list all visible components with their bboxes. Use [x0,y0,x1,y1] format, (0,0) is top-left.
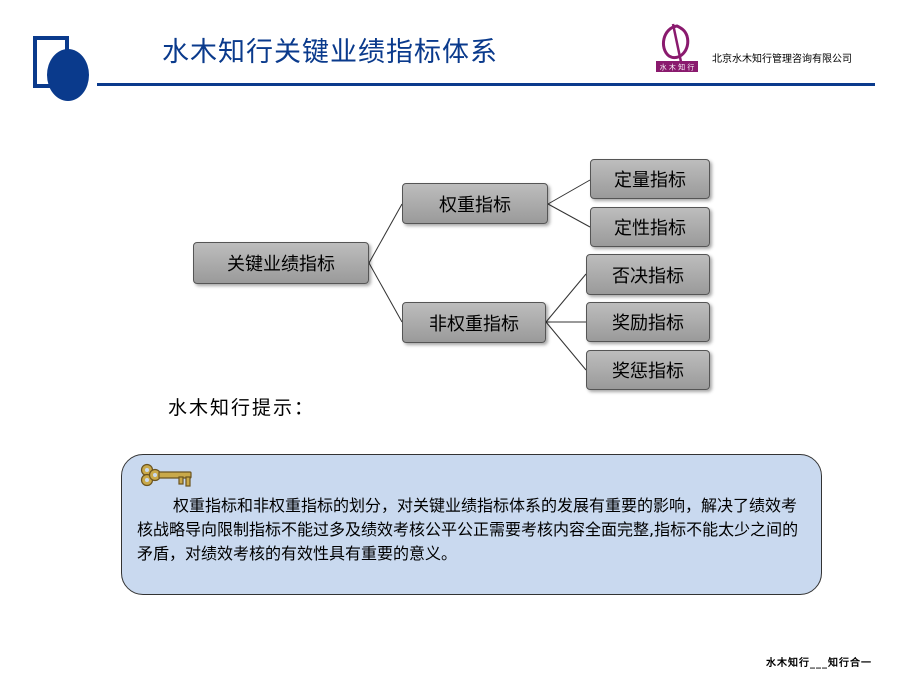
branch-node-non-weighted: 非权重指标 [402,302,546,343]
header-divider [97,83,875,86]
page-title: 水木知行关键业绩指标体系 [162,37,498,68]
tip-callout-box: 权重指标和非权重指标的划分，对关键业绩指标体系的发展有重要的影响，解决了绩效考核… [121,454,822,595]
footer-motto: 水木知行___知行合一 [766,658,872,669]
leaf-node-reward-penalty: 奖惩指标 [586,350,710,390]
leaf-node-qualitative: 定性指标 [590,207,710,247]
svg-text:水 木 知 行: 水 木 知 行 [660,63,695,72]
key-icon [139,462,195,488]
leaf-node-veto: 否决指标 [586,254,710,295]
root-node: 关键业绩指标 [193,242,369,284]
company-name: 北京水木知行管理咨询有限公司 [712,54,852,65]
corner-circle-decoration [47,49,89,101]
leaf-node-reward: 奖励指标 [586,302,710,342]
branch-node-weighted: 权重指标 [402,183,548,224]
company-logo: 水 木 知 行 [653,22,701,74]
leaf-node-quantitative: 定量指标 [590,159,710,199]
tip-text: 权重指标和非权重指标的划分，对关键业绩指标体系的发展有重要的影响，解决了绩效考核… [137,496,799,563]
tip-label: 水木知行提示： [168,397,316,419]
